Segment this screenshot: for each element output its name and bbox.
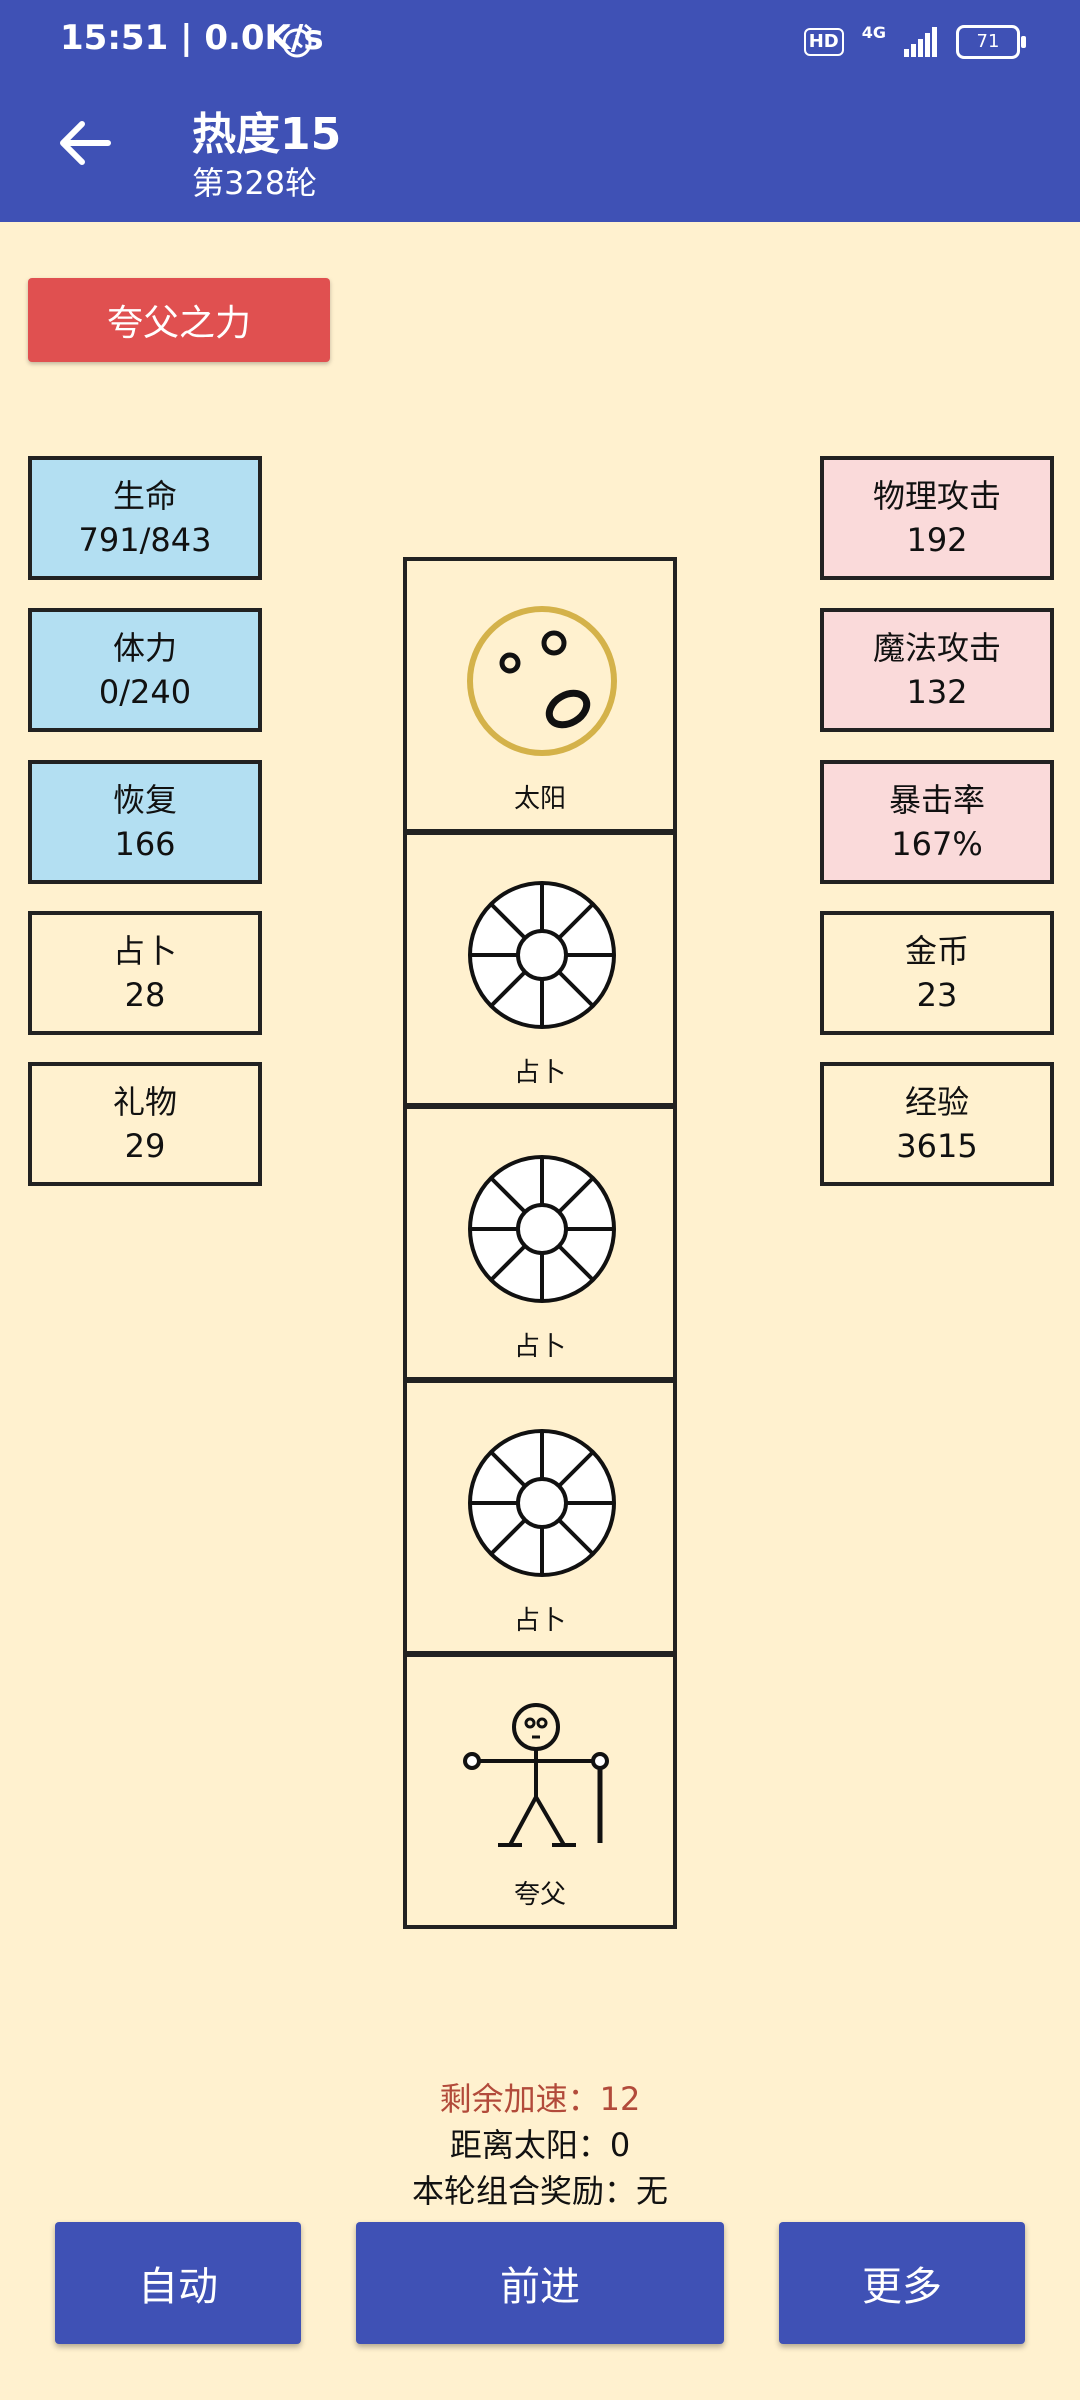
stat-value: 167% bbox=[891, 825, 983, 863]
app-bar: 15:51 | 0.0K/s HD 4G 71 热度15 第328轮 bbox=[0, 0, 1080, 222]
kuafu-power-button[interactable]: 夸父之力 bbox=[28, 278, 330, 362]
stat-value: 192 bbox=[906, 521, 968, 559]
divination-wheel-icon bbox=[468, 881, 616, 1029]
status-icons: HD 4G 71 bbox=[803, 22, 1026, 62]
stat-stamina: 体力 0/240 bbox=[28, 608, 262, 732]
stat-label: 占卜 bbox=[112, 932, 177, 970]
stat-label: 体力 bbox=[112, 629, 177, 667]
stat-value: 166 bbox=[114, 825, 176, 863]
hd-badge: HD bbox=[803, 28, 844, 56]
track-cell-kuafu[interactable]: 夸父 bbox=[403, 1653, 677, 1929]
divination-wheel-icon bbox=[468, 1155, 616, 1303]
stat-divination: 占卜 28 bbox=[28, 911, 262, 1035]
round-counter: 第328轮 bbox=[192, 164, 318, 202]
forward-button[interactable]: 前进 bbox=[356, 2222, 724, 2344]
cell-label: 占卜 bbox=[513, 1058, 566, 1088]
alarm-icon bbox=[282, 23, 312, 58]
remaining-boost-text: 剩余加速：12 bbox=[439, 2080, 641, 2118]
cell-label: 占卜 bbox=[513, 1606, 566, 1636]
stat-value: 0/240 bbox=[98, 673, 192, 711]
auto-button[interactable]: 自动 bbox=[55, 2222, 301, 2344]
network-type: 4G bbox=[861, 22, 886, 42]
stat-label: 生命 bbox=[112, 477, 177, 515]
kuafu-figure-icon bbox=[463, 1703, 609, 1847]
divination-wheel-icon bbox=[468, 1429, 616, 1577]
back-arrow-icon[interactable] bbox=[50, 108, 120, 178]
stat-crit-rate: 暴击率 167% bbox=[820, 760, 1054, 884]
stat-value: 28 bbox=[124, 976, 166, 1014]
sun-icon bbox=[467, 606, 617, 756]
cell-label: 占卜 bbox=[513, 1332, 566, 1362]
stat-physical-attack: 物理攻击 192 bbox=[820, 456, 1054, 580]
stat-value: 23 bbox=[916, 976, 958, 1014]
stat-label: 恢复 bbox=[112, 781, 177, 819]
battery-icon: 71 bbox=[956, 25, 1026, 59]
signal-icon bbox=[904, 27, 937, 57]
stat-label: 物理攻击 bbox=[872, 477, 1001, 515]
track-cell-sun[interactable]: 太阳 bbox=[403, 557, 677, 833]
stat-label: 魔法攻击 bbox=[872, 629, 1001, 667]
track-cell-divination[interactable]: 占卜 bbox=[403, 1105, 677, 1381]
stat-value: 29 bbox=[124, 1127, 166, 1165]
stat-experience: 经验 3615 bbox=[820, 1062, 1054, 1186]
stat-magic-attack: 魔法攻击 132 bbox=[820, 608, 1054, 732]
cell-label: 太阳 bbox=[513, 784, 566, 814]
stat-label: 经验 bbox=[904, 1083, 969, 1121]
stat-gold: 金币 23 bbox=[820, 911, 1054, 1035]
stat-label: 礼物 bbox=[112, 1083, 177, 1121]
stat-hp: 生命 791/843 bbox=[28, 456, 262, 580]
stat-value: 791/843 bbox=[78, 521, 212, 559]
stat-label: 暴击率 bbox=[888, 781, 985, 819]
page-title: 热度15 bbox=[192, 109, 342, 160]
cell-label: 夸父 bbox=[513, 1880, 566, 1910]
track-cell-divination[interactable]: 占卜 bbox=[403, 1379, 677, 1655]
stat-value: 132 bbox=[906, 673, 968, 711]
status-time: 15:51 | 0.0K/s bbox=[60, 18, 324, 58]
stat-label: 金币 bbox=[904, 932, 969, 970]
combo-reward-text: 本轮组合奖励：无 bbox=[411, 2172, 668, 2210]
track-cell-divination[interactable]: 占卜 bbox=[403, 831, 677, 1107]
stat-value: 3615 bbox=[896, 1127, 978, 1165]
more-button[interactable]: 更多 bbox=[779, 2222, 1025, 2344]
stat-gift: 礼物 29 bbox=[28, 1062, 262, 1186]
stat-recovery: 恢复 166 bbox=[28, 760, 262, 884]
distance-to-sun-text: 距离太阳：0 bbox=[449, 2126, 631, 2164]
